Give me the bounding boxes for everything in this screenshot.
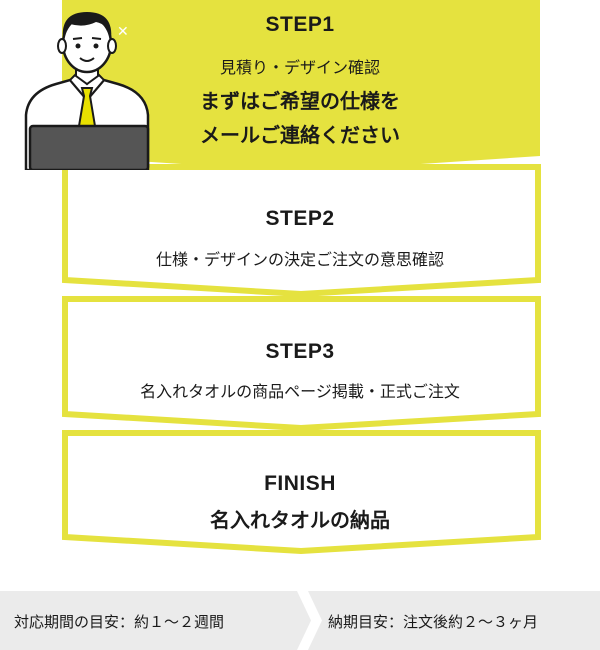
step1-box	[62, 0, 540, 172]
flow-diagram	[62, 0, 541, 555]
finish-box	[62, 430, 541, 555]
footer-support-period: 対応期間の目安：約１～２週間	[14, 613, 225, 631]
step3-description: 名入れタオルの商品ページ掲載・正式ご注文	[140, 382, 460, 401]
businessman-laptop-icon	[24, 12, 150, 170]
footer-divider	[297, 591, 322, 650]
step1-line2: メールご連絡ください	[200, 123, 400, 147]
footer-delivery-estimate: 納期目安：注文後約２～３ヶ月	[328, 613, 539, 631]
step3-box	[62, 296, 541, 432]
step1-subtitle: 見積り・デザイン確認	[219, 58, 380, 77]
finish-description: 名入れタオルの納品	[210, 508, 390, 532]
step1-line1: まずはご希望の仕様を	[200, 89, 400, 113]
finish-title: FINISH	[264, 472, 336, 495]
step3-title: STEP3	[265, 340, 335, 363]
footer-bar	[0, 591, 600, 650]
step1-title: STEP1	[265, 13, 335, 36]
step2-title: STEP2	[265, 207, 335, 230]
step2-description: 仕様・デザインの決定ご注文の意思確認	[155, 250, 444, 269]
step2-box	[62, 164, 541, 298]
sparkle-icon: ✕	[117, 24, 129, 40]
